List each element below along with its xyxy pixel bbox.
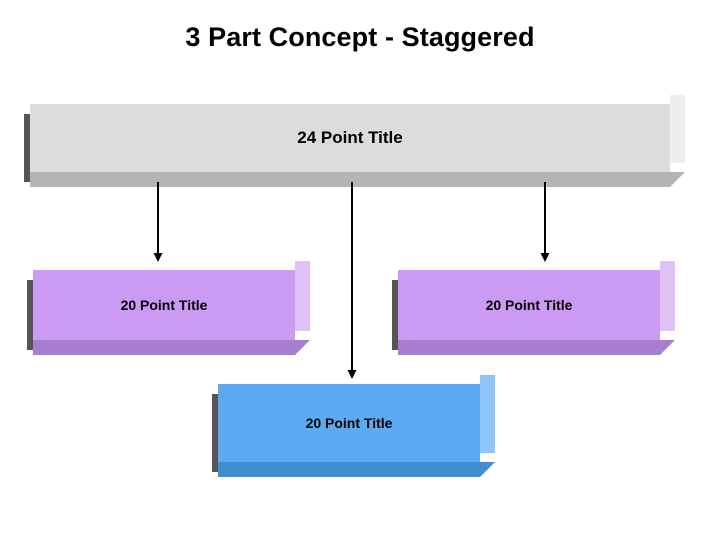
box-bottom-face <box>33 340 295 355</box>
box-front-face: 20 Point Title <box>218 384 480 462</box>
box-top-right-bevel <box>480 375 495 393</box>
concept-box-right[interactable]: 20 Point Title <box>392 261 675 355</box>
box-bottom-right-bevel <box>480 462 495 477</box>
concept-box-header-label: 24 Point Title <box>297 128 403 147</box>
box-bottom-left-bevel <box>218 462 233 477</box>
box-bottom-face <box>218 462 480 477</box>
concept-box-header[interactable]: 24 Point Title <box>24 95 685 187</box>
box-bottom-face <box>30 172 670 187</box>
box-bottom-face <box>398 340 660 355</box>
page-title: 3 Part Concept - Staggered <box>185 22 535 52</box>
box-front-face: 20 Point Title <box>33 270 295 340</box>
box-bottom-left-bevel <box>398 340 413 355</box>
box-bottom-right-bevel <box>670 172 685 187</box>
box-bottom-left-bevel <box>30 172 45 187</box>
concept-box-right-label: 20 Point Title <box>485 297 573 313</box>
box-right-face <box>480 375 495 453</box>
box-front-face: 24 Point Title <box>30 104 670 172</box>
connector-arrowhead-header-to-bottom <box>347 370 357 379</box>
box-top-right-bevel <box>670 95 685 113</box>
connector-arrowhead-header-to-left <box>153 253 163 262</box>
box-front-face: 20 Point Title <box>398 270 660 340</box>
box-top-right-bevel <box>660 261 675 279</box>
concept-box-bottom[interactable]: 20 Point Title <box>212 375 495 477</box>
concept-box-bottom-label: 20 Point Title <box>305 415 393 431</box>
connector-arrowhead-header-to-right <box>540 253 550 262</box>
box-bottom-right-bevel <box>295 340 310 355</box>
box-bottom-left-bevel <box>33 340 48 355</box>
box-bottom-right-bevel <box>660 340 675 355</box>
concept-box-left[interactable]: 20 Point Title <box>27 261 310 355</box>
box-top-right-bevel <box>295 261 310 279</box>
concept-box-left-label: 20 Point Title <box>120 297 208 313</box>
